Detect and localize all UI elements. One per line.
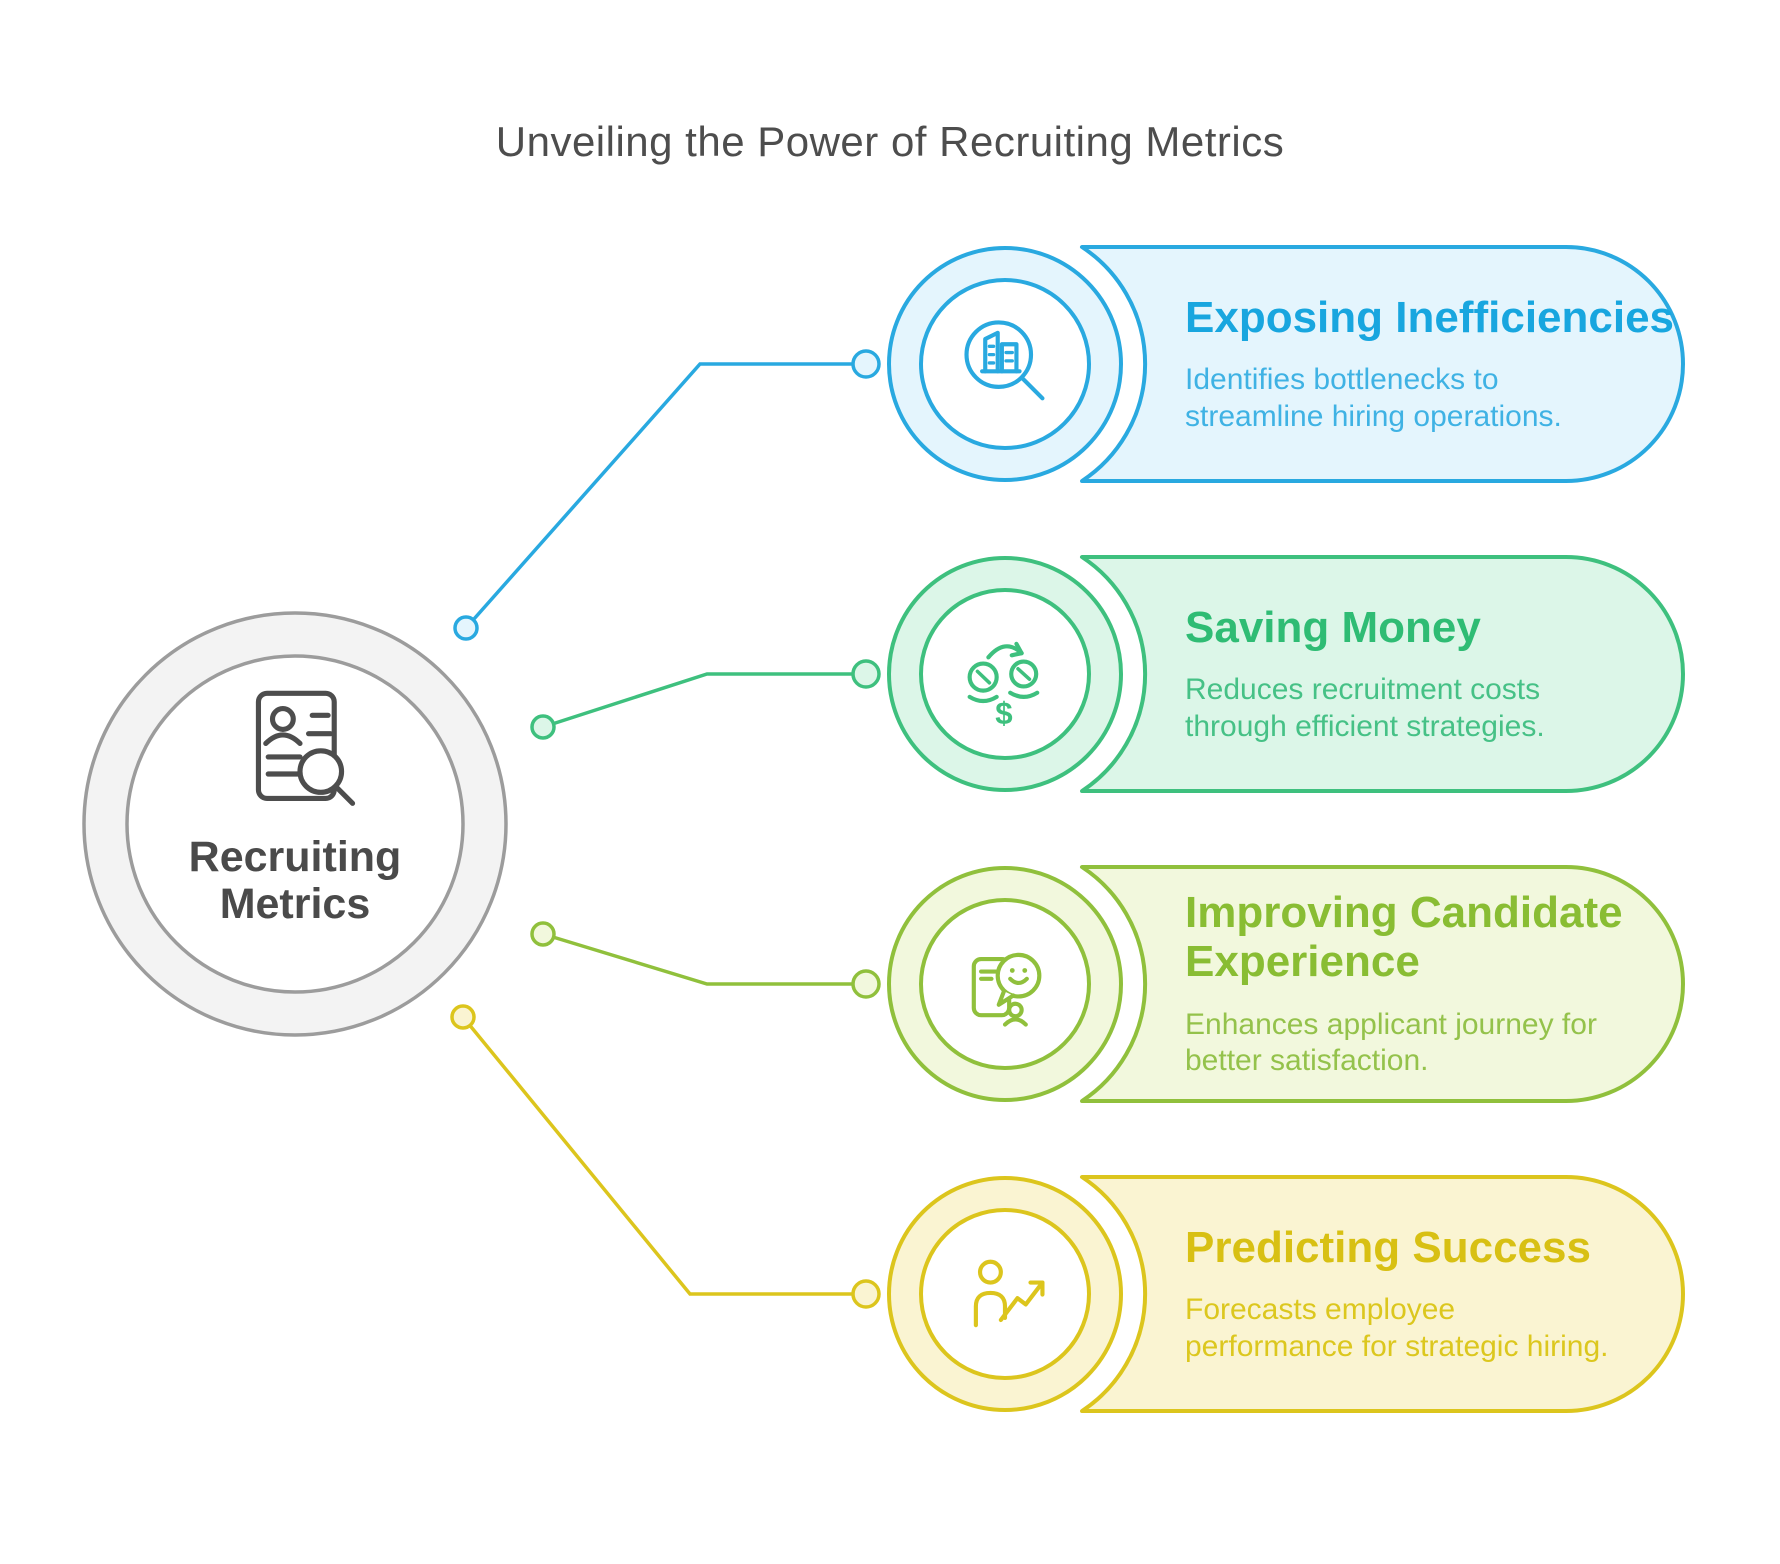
row-shapes-improving-candidate-experience: [530, 865, 1685, 1103]
connector-dot-card: [851, 659, 881, 689]
card-text: Predicting Success Forecasts employee pe…: [1185, 1177, 1685, 1411]
card-title: Improving Candidate Experience: [1185, 888, 1623, 987]
icon-ring-inner: [919, 588, 1091, 760]
card-title: Predicting Success: [1185, 1222, 1591, 1272]
card-title: Exposing Inefficiencies: [1185, 292, 1675, 342]
card-text: Improving Candidate Experience Enhances …: [1185, 867, 1685, 1101]
resume-search-icon: [237, 686, 363, 818]
page-title: Unveiling the Power of Recruiting Metric…: [495, 118, 1285, 165]
card-description: Forecasts employee performance for strat…: [1185, 1293, 1609, 1363]
connector-line: [542, 932, 866, 986]
hub-shapes: [82, 611, 508, 1037]
money-exchange-icon: $: [953, 622, 1057, 726]
card-title: Saving Money: [1185, 602, 1481, 652]
connector-line: [542, 672, 866, 729]
row-shapes-saving-money: [530, 555, 1685, 793]
svg-text:$: $: [995, 696, 1012, 726]
card-shape: [1080, 555, 1685, 793]
card-text: Exposing Inefficiencies Identifies bottl…: [1185, 247, 1685, 481]
hub-ring-inner: [125, 654, 465, 994]
card-text: Saving Money Reduces recruitment costs t…: [1185, 557, 1685, 791]
connector-dot-card: [851, 1279, 881, 1309]
connector-dot-card: [851, 349, 881, 379]
building-magnifier-icon: [953, 312, 1057, 416]
card-description: Identifies bottlenecks to streamline hir…: [1185, 363, 1562, 433]
icon-ring-inner: [919, 1208, 1091, 1380]
card-description: Enhances applicant journey for better sa…: [1185, 1007, 1597, 1078]
card-shape: [1080, 245, 1685, 483]
row-shapes-exposing-inefficiencies: [453, 245, 1685, 641]
connector-line: [464, 362, 866, 630]
icon-ring-inner: [919, 278, 1091, 450]
connector-dot-card: [851, 969, 881, 999]
person-growth-icon: [953, 1242, 1057, 1346]
row-shapes-predicting-success: [450, 1004, 1685, 1413]
card-shape: [1080, 1175, 1685, 1413]
card-description: Reduces recruitment costs through effici…: [1185, 673, 1545, 743]
connector-dot-hub: [453, 615, 479, 641]
connector-dot-hub: [530, 921, 556, 947]
connector-dot-hub: [530, 714, 556, 740]
card-shape: [1080, 865, 1685, 1103]
hub-label: Recruiting Metrics: [188, 833, 402, 929]
connector-dot-hub: [450, 1004, 476, 1030]
connector-line: [461, 1015, 866, 1296]
candidate-feedback-icon: [953, 932, 1057, 1036]
